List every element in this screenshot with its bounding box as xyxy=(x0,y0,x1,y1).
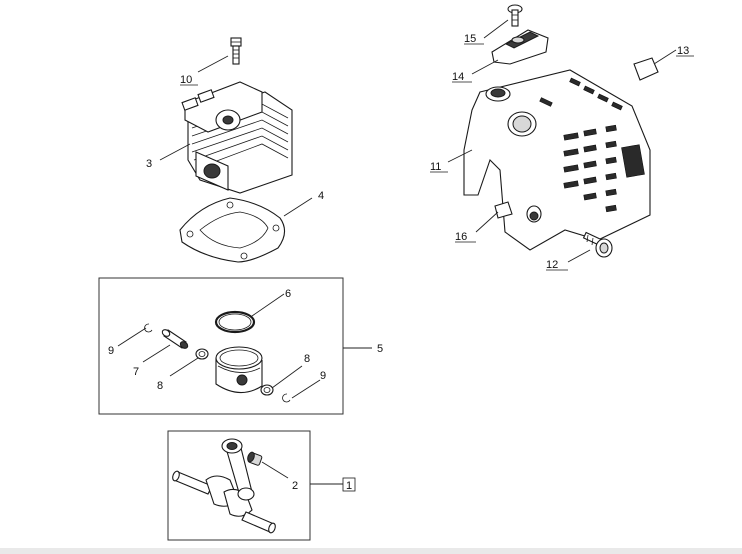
part-label-8b: 8 xyxy=(304,353,310,365)
piston-ring-part xyxy=(214,310,256,334)
part-label-16: 16 xyxy=(455,231,467,243)
part-label-1: 1 xyxy=(346,480,352,492)
part-label-3: 3 xyxy=(146,158,152,170)
bottom-scroll-strip xyxy=(0,548,742,554)
cylinder-part xyxy=(181,81,293,194)
part-label-6: 6 xyxy=(285,288,291,300)
washer-part-8a xyxy=(195,348,209,360)
label-sticker-part-13 xyxy=(633,57,659,81)
part-label-7: 7 xyxy=(133,366,139,378)
engine-cover-part xyxy=(463,69,651,251)
part-label-14: 14 xyxy=(452,71,464,83)
circlip-part-9b xyxy=(282,393,291,403)
part-number-labels: 10 3 4 5 6 7 8 8 9 9 2 1 15 14 13 11 16 … xyxy=(108,33,694,492)
circlip-part-9a xyxy=(144,323,153,333)
gasket-part xyxy=(179,197,286,263)
piston-pin-part xyxy=(161,329,189,349)
part-label-5: 5 xyxy=(377,343,383,355)
leader-lines xyxy=(117,19,677,485)
bolt-part-10 xyxy=(230,37,242,65)
piston-part xyxy=(215,346,263,394)
crankshaft-kit-frame xyxy=(167,430,311,541)
part-label-9b: 9 xyxy=(320,370,326,382)
cover-knob-part xyxy=(491,29,549,65)
bolt-part-12 xyxy=(582,231,613,258)
washer-part-8b xyxy=(260,384,274,396)
crankshaft-part xyxy=(172,438,276,534)
part-label-13: 13 xyxy=(677,45,689,57)
part-label-11: 11 xyxy=(430,161,441,173)
part-label-10: 10 xyxy=(180,74,192,86)
part-label-8a: 8 xyxy=(157,380,163,392)
pad-part-16 xyxy=(494,201,513,219)
part-label-2: 2 xyxy=(292,480,298,492)
part-label-15: 15 xyxy=(464,33,476,45)
needle-bearing-part xyxy=(247,451,263,466)
part-label-4: 4 xyxy=(318,190,324,202)
piston-kit-frame xyxy=(98,277,344,415)
screw-part-15 xyxy=(507,4,523,27)
part-label-9a: 9 xyxy=(108,345,114,357)
part-label-12: 12 xyxy=(546,259,558,271)
